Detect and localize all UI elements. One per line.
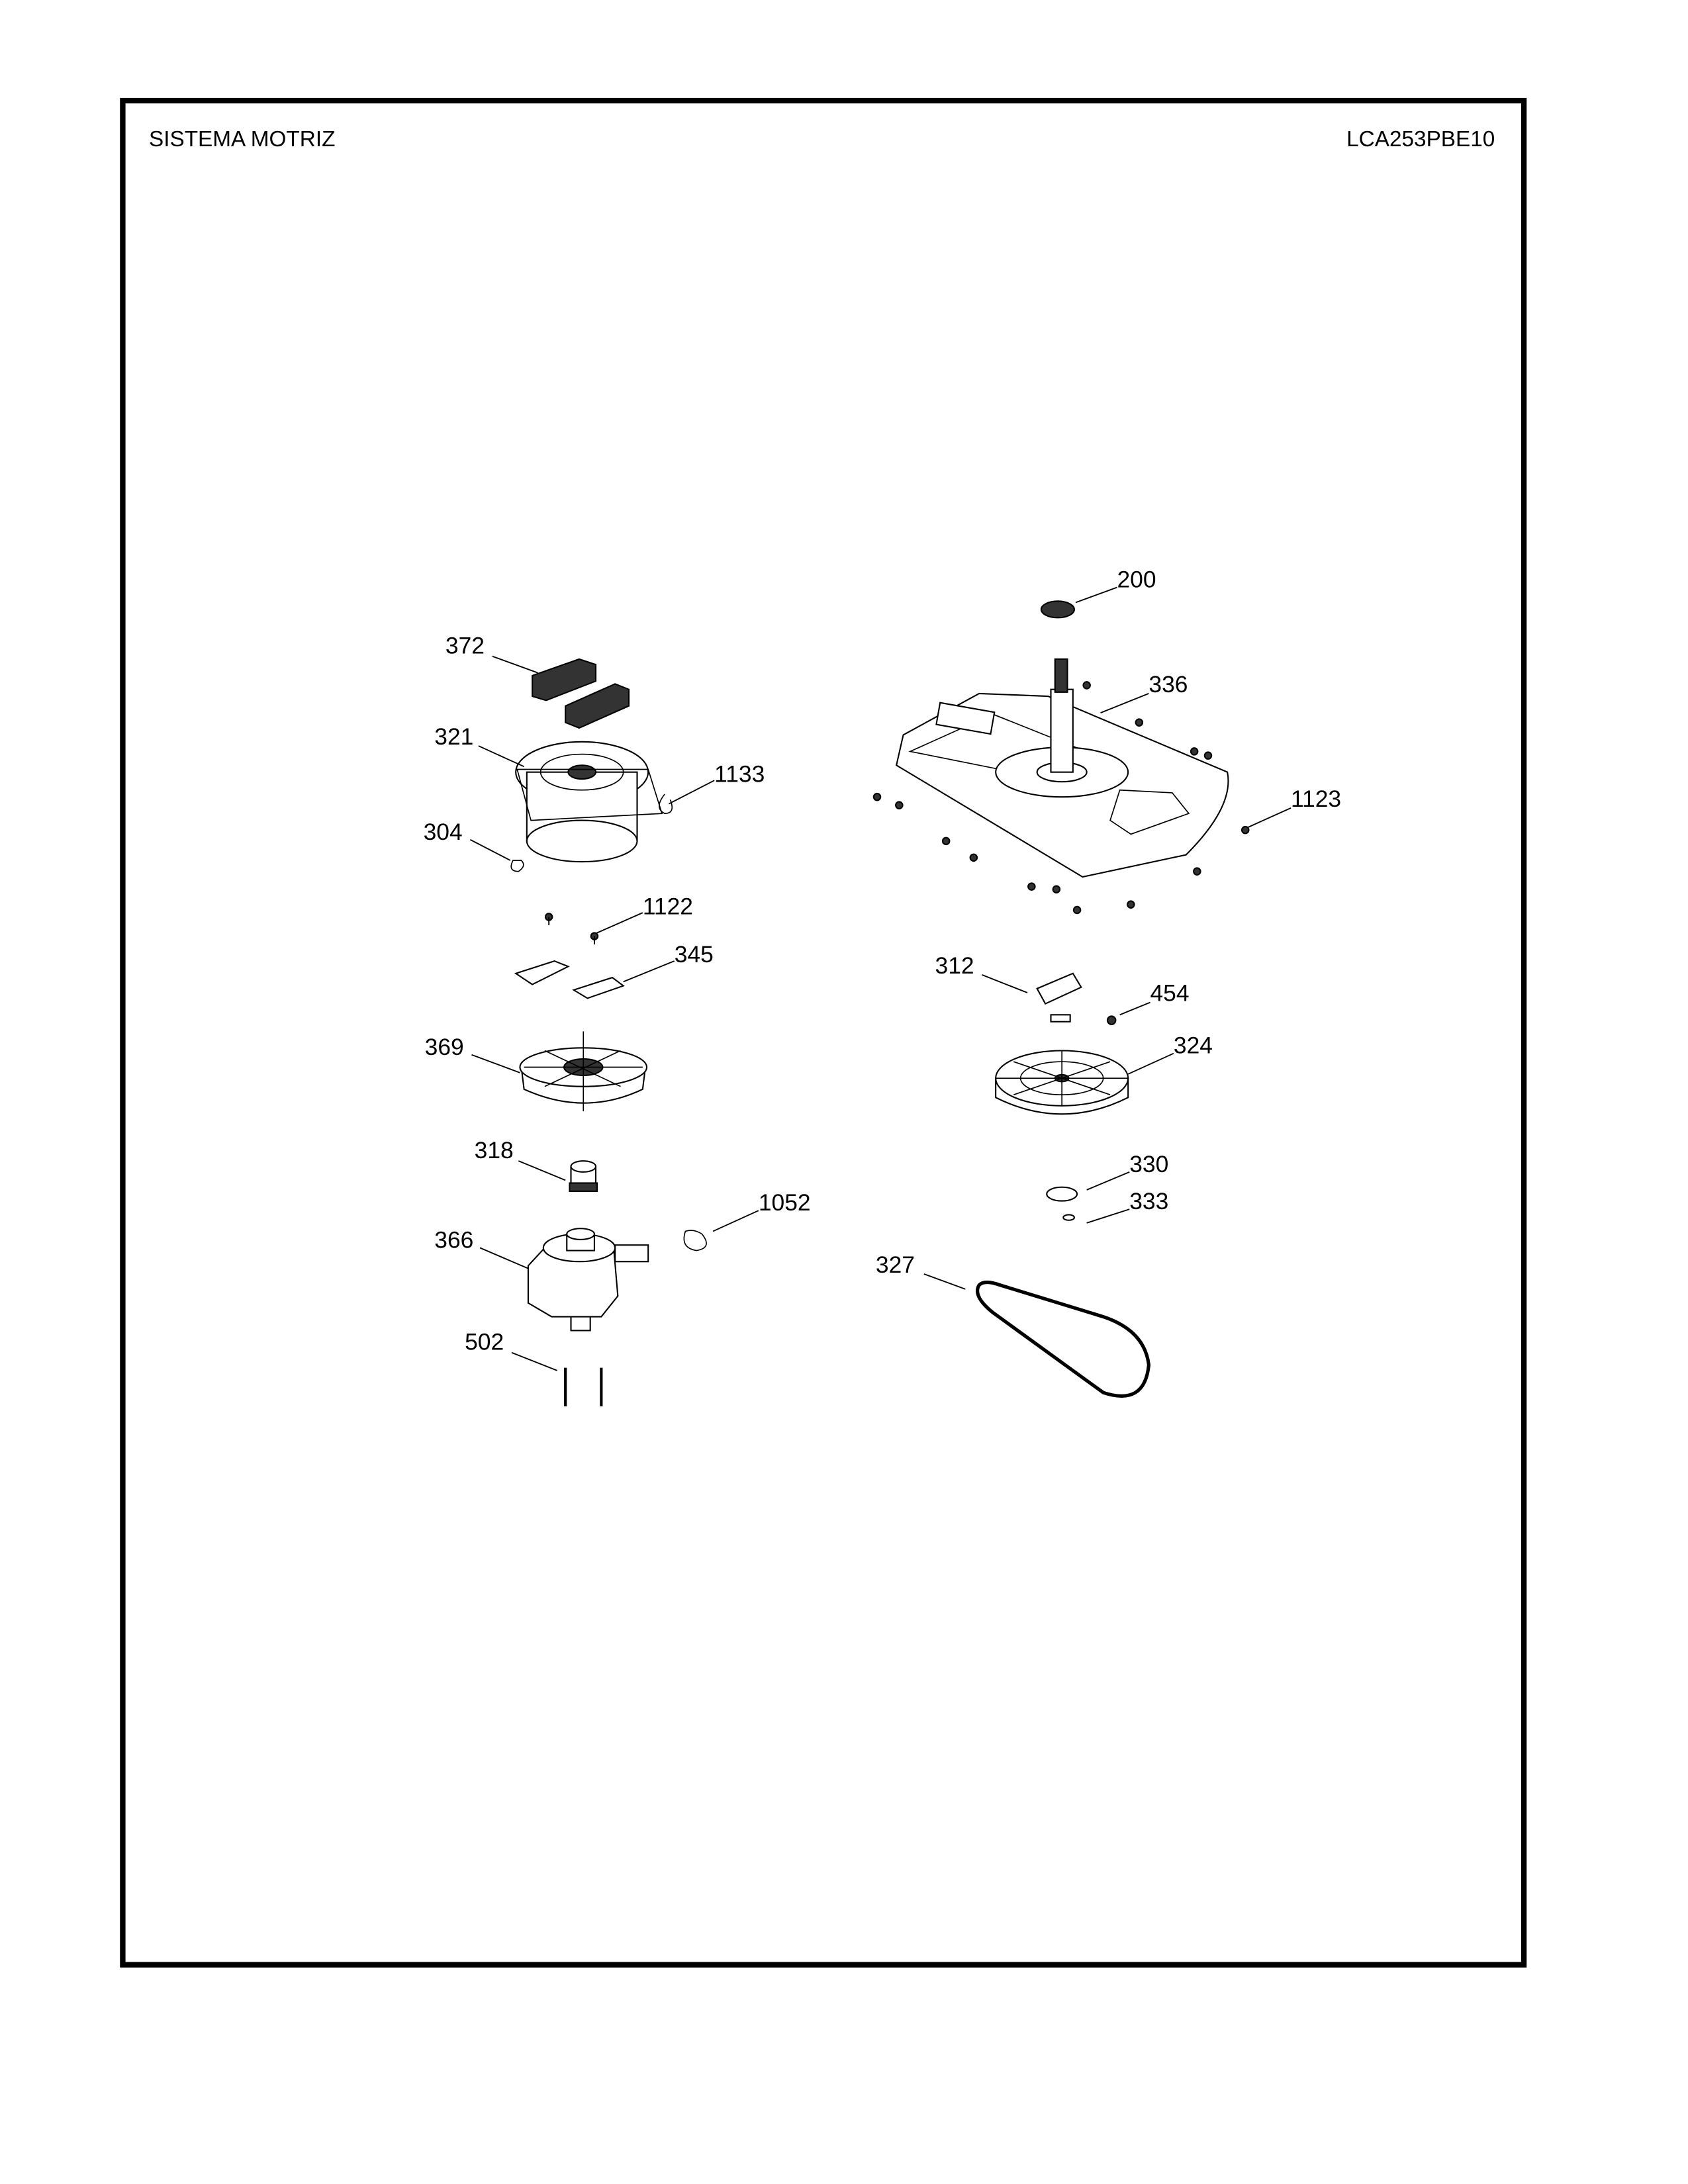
part-200-seal <box>1040 600 1075 619</box>
part-1052-clamp <box>683 1230 707 1251</box>
label-336: 336 <box>1149 671 1188 698</box>
diagram-title: SISTEMA MOTRIZ <box>149 127 335 152</box>
part-372-motor-cover <box>532 658 630 729</box>
label-366: 366 <box>434 1226 473 1253</box>
part-327-belt <box>975 1280 1151 1398</box>
label-330: 330 <box>1129 1151 1168 1177</box>
page-border <box>120 97 1527 1968</box>
part-330-washer <box>1046 1186 1078 1202</box>
part-333-ring <box>1062 1214 1075 1221</box>
label-502: 502 <box>465 1329 504 1355</box>
part-304-clip <box>510 860 524 872</box>
part-366-pump <box>527 1228 649 1332</box>
label-1123: 1123 <box>1291 786 1341 812</box>
part-345-plates <box>514 960 625 999</box>
label-321: 321 <box>434 723 473 750</box>
label-304: 304 <box>424 819 463 845</box>
part-312-capacitor <box>1036 972 1082 1023</box>
label-372: 372 <box>445 632 485 659</box>
part-369-fan <box>519 1031 648 1112</box>
part-1123-screws <box>872 681 1250 915</box>
part-1122-screws <box>544 913 599 945</box>
label-318: 318 <box>475 1137 514 1163</box>
label-345: 345 <box>675 941 714 968</box>
label-454: 454 <box>1150 980 1190 1007</box>
part-1133-clip <box>659 794 673 815</box>
part-321-motor <box>515 741 663 863</box>
label-1122: 1122 <box>643 893 693 919</box>
model-number: LCA253PBE10 <box>1346 127 1495 152</box>
label-327: 327 <box>876 1251 915 1278</box>
label-1133: 1133 <box>714 760 765 787</box>
leader-lines <box>469 586 1291 1371</box>
label-200: 200 <box>1117 566 1156 592</box>
part-324-pulley <box>995 1050 1129 1115</box>
label-369: 369 <box>425 1034 464 1060</box>
label-333: 333 <box>1129 1188 1168 1214</box>
part-502-screws <box>564 1367 603 1406</box>
part-318-filter <box>569 1160 598 1193</box>
label-324: 324 <box>1174 1032 1213 1059</box>
label-1052: 1052 <box>759 1189 811 1216</box>
part-336-clutch-base <box>895 658 1229 878</box>
part-454-screw <box>1106 1015 1117 1025</box>
label-312: 312 <box>935 952 974 979</box>
